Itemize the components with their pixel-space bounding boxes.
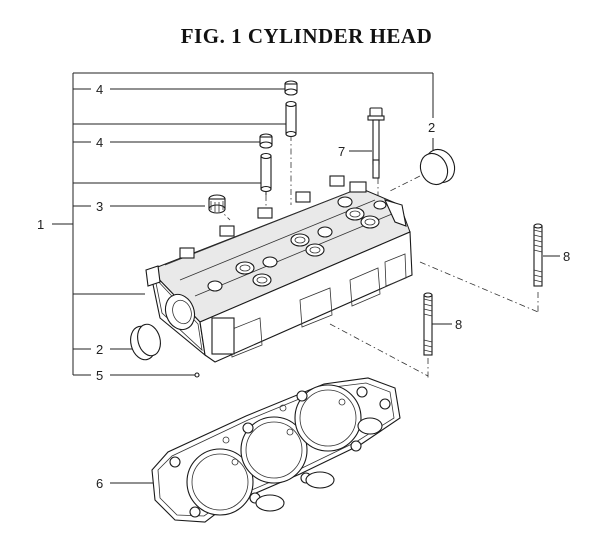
callout-4-top: 4 [96,82,103,97]
callout-2-left: 2 [96,342,103,357]
callout-2-right: 2 [428,120,435,135]
expansion-plug-left [130,323,161,361]
head-bolt-long [367,107,385,179]
stud-right [533,223,543,287]
callout-6: 6 [96,476,103,491]
figure-title: FIG. 1 CYLINDER HEAD [180,24,433,48]
valve-guide-mid [259,133,273,193]
valve-guide-top [284,80,298,138]
cylinder-head [145,175,413,363]
expansion-plug-right [419,148,456,186]
leader-lines [52,72,560,484]
head-gasket [151,377,401,523]
dowel-pin [194,372,200,378]
callout-4-mid: 4 [96,135,103,150]
callout-3: 3 [96,199,103,214]
callout-8-mid: 8 [455,317,462,332]
callout-1: 1 [37,217,44,232]
stud-mid [423,292,433,356]
callout-8-right: 8 [563,249,570,264]
callout-5: 5 [96,368,103,383]
callouts: 1 4 4 3 2 5 6 2 7 8 8 [37,82,570,491]
callout-7: 7 [338,144,345,159]
threaded-plug [208,194,226,214]
